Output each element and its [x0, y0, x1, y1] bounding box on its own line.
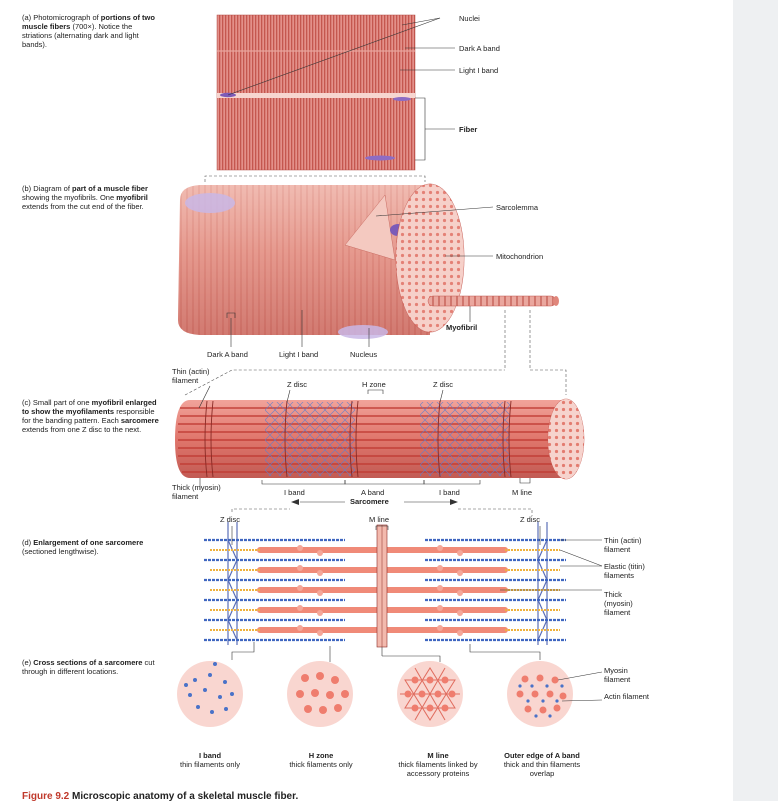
label-z-disc-2: Z disc [433, 380, 453, 389]
label-elastic-filaments: Elastic (titin) filaments [604, 562, 664, 580]
label-myosin-filament: Myosin filament [604, 666, 654, 684]
label-mitochondrion: Mitochondrion [496, 252, 543, 261]
panel-c-caption: (c) Small part of one myofibril enlarged… [22, 398, 162, 434]
sarcomere-drawing [204, 522, 566, 647]
panel-e-caption: (e) Cross sections of a sarcomere cut th… [22, 658, 162, 676]
label-b-dark-a-band: Dark A band [207, 350, 248, 359]
panel-b-caption: (b) Diagram of part of a muscle fiber sh… [22, 184, 162, 211]
label-myofibril: Myofibril [446, 323, 477, 332]
label-d-z-disc-left: Z disc [220, 515, 240, 524]
micrograph [217, 15, 415, 170]
label-i-band-2: I band [439, 488, 460, 497]
label-d-thick-filament: Thick (myosin) filament [604, 590, 644, 617]
panel-a-caption: (a) Photomicrograph of portions of two m… [22, 13, 162, 49]
label-sarcolemma: Sarcolemma [496, 203, 538, 212]
label-i-band-1: I band [284, 488, 305, 497]
myofibril-drawing [175, 399, 584, 479]
label-a-band: A band [361, 488, 384, 497]
cross-sections-drawing [177, 661, 573, 727]
label-nucleus: Nucleus [350, 350, 377, 359]
panel-d-caption: (d) Enlargement of one sarcomere (sectio… [22, 538, 162, 556]
label-dark-a-band: Dark A band [459, 44, 500, 53]
label-light-i-band: Light I band [459, 66, 498, 75]
figure-caption: Figure 9.2 Microscopic anatomy of a skel… [22, 791, 298, 802]
figure-title: Microscopic anatomy of a skeletal muscle… [72, 791, 298, 802]
label-b-light-i-band: Light I band [279, 350, 318, 359]
figure-number: Figure 9.2 [22, 791, 69, 802]
label-sarcomere: Sarcomere [350, 497, 389, 506]
label-thick-filament: Thick (myosin) filament [172, 483, 242, 501]
label-thin-filament: Thin (actin) filament [172, 367, 232, 385]
label-d-thin-filament: Thin (actin) filament [604, 536, 664, 554]
label-fiber: Fiber [459, 125, 477, 134]
label-d-z-disc-right: Z disc [520, 515, 540, 524]
label-m-line-c: M line [512, 488, 532, 497]
label-actin-filament: Actin filament [604, 692, 654, 701]
label-z-disc-1: Z disc [287, 380, 307, 389]
label-d-m-line: M line [369, 515, 389, 524]
label-nuclei: Nuclei [459, 14, 480, 23]
label-h-zone: H zone [362, 380, 386, 389]
